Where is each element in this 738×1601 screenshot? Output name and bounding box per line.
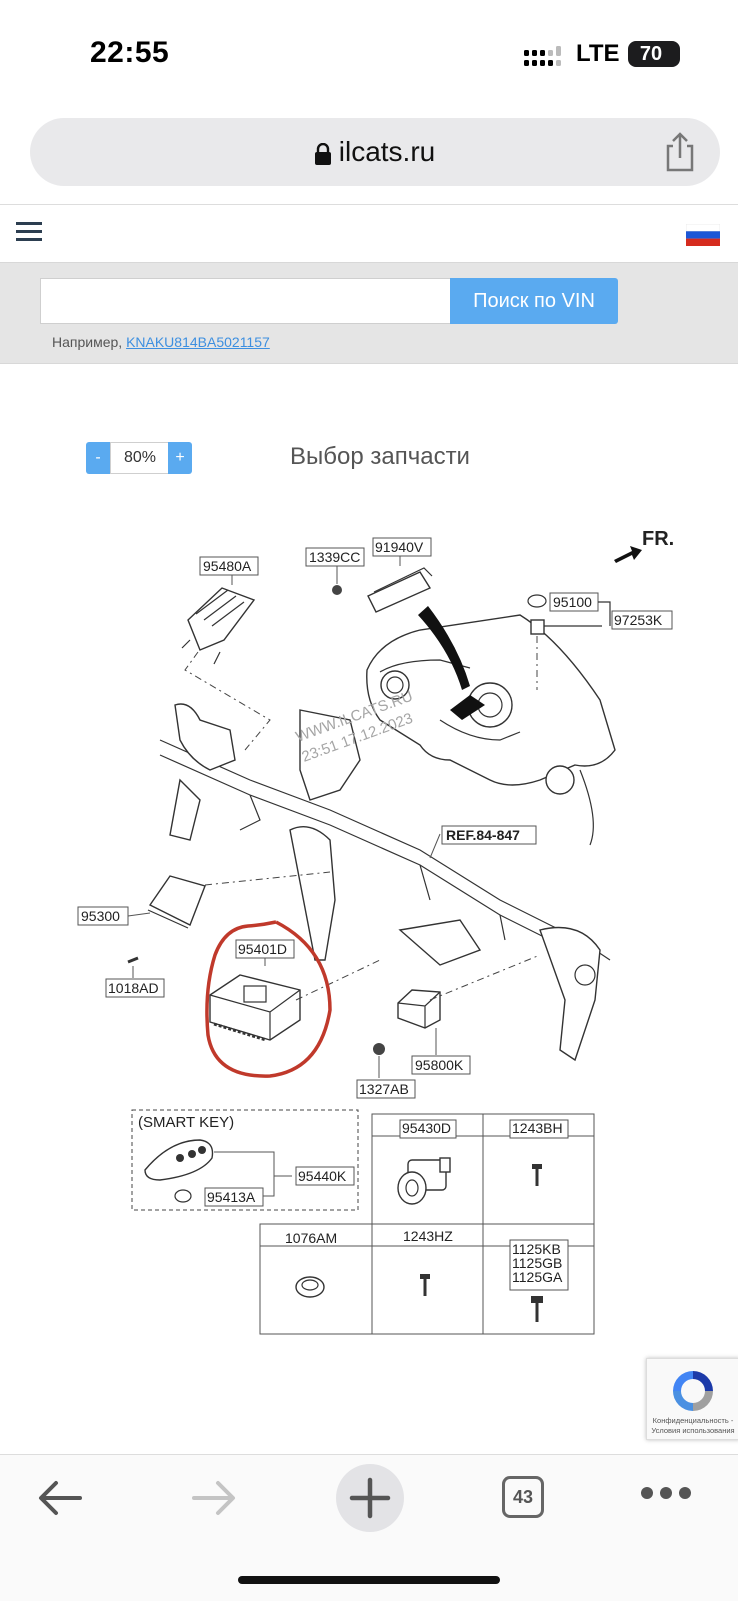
label-95440K: 95440K (298, 1168, 347, 1184)
pointer-arrow (418, 606, 470, 690)
label-95401D: 95401D (238, 941, 287, 957)
recaptcha-privacy[interactable]: Конфиденциальность - (652, 1416, 734, 1425)
page-title: Выбор запчасти (290, 443, 470, 470)
label-95430D: 95430D (402, 1120, 451, 1136)
home-indicator (238, 1576, 500, 1584)
label-95800K: 95800K (415, 1057, 464, 1073)
tabs-button[interactable]: 43 (502, 1476, 544, 1518)
url-display[interactable]: ilcats.ru (30, 118, 720, 186)
part-1018AD-bolt[interactable]: 1018AD (105, 956, 165, 998)
part-95100-ring[interactable]: 95100 (527, 592, 599, 612)
battery-level: 70 (639, 43, 663, 65)
smart-key-label: (SMART KEY) (138, 1114, 234, 1131)
address-bar[interactable]: ilcats.ru (30, 118, 720, 186)
back-icon[interactable] (36, 1478, 84, 1518)
crash-pad-crossmember (159, 703, 611, 1062)
label-95480A: 95480A (203, 558, 252, 574)
vin-input[interactable] (40, 278, 450, 324)
label-91940V: 91940V (375, 539, 424, 555)
lock-icon (314, 142, 331, 165)
battery-icon (628, 41, 680, 67)
zoom-out-button[interactable]: - (86, 442, 110, 474)
zoom-in-button[interactable]: + (168, 442, 192, 474)
label-1018AD: 1018AD (108, 980, 159, 996)
ref-label-group[interactable]: REF.84-847 (429, 825, 537, 859)
network-type: LTE (576, 40, 620, 67)
parts-table[interactable]: 95430D 1243BH 1076AM 1243HZ 1125KB 1125G… (259, 1113, 595, 1335)
part-95480A-module[interactable]: 95480A (181, 556, 259, 665)
label-1125KB: 1125KB (512, 1241, 561, 1257)
highlight-circle (205, 920, 332, 1078)
vin-search-button[interactable]: Поиск по VIN (450, 278, 618, 324)
plus-icon (349, 1477, 391, 1519)
label-1339CC: 1339CC (309, 549, 360, 565)
front-direction-label: FR. (642, 528, 674, 550)
screw-icon (420, 1274, 430, 1296)
part-95300-module[interactable]: 95300 (77, 871, 331, 929)
front-direction-arrow: FR. (614, 528, 674, 563)
new-tab-button[interactable] (336, 1464, 404, 1532)
russian-flag-icon[interactable] (686, 224, 720, 246)
label-1243BH: 1243BH (512, 1120, 563, 1136)
label-95300: 95300 (81, 908, 120, 924)
part-1327AB-nut[interactable]: 1327AB (356, 1043, 416, 1099)
zoom-level: 80% (110, 442, 170, 474)
vin-example: Например, KNAKU814BA5021157 (52, 334, 270, 350)
grommet-icon (295, 1276, 325, 1298)
share-icon[interactable] (660, 130, 700, 174)
part-95401D-module[interactable]: 95401D (209, 939, 381, 1042)
url-text: ilcats.ru (338, 136, 436, 167)
ignition-switch-icon (397, 1157, 451, 1205)
recaptcha-icon (673, 1371, 713, 1411)
menu-icon[interactable] (16, 222, 42, 242)
recaptcha-badge[interactable]: Конфиденциальность - Условия использован… (646, 1358, 738, 1440)
vin-example-prefix: Например, (52, 334, 123, 350)
label-97253K: 97253K (614, 612, 663, 628)
signal-icon (524, 46, 561, 66)
divider (0, 204, 738, 205)
part-95800K-module[interactable]: 95800K (397, 954, 541, 1075)
label-95413A: 95413A (207, 1189, 256, 1205)
recaptcha-text[interactable]: Конфиденциальность - Условия использован… (649, 1416, 737, 1436)
bolt-icon (531, 1296, 543, 1322)
part-1339CC-nut[interactable]: 1339CC (305, 547, 365, 595)
label-1243HZ: 1243HZ (403, 1228, 453, 1244)
ref-label: REF.84-847 (446, 827, 520, 843)
more-icon[interactable] (640, 1486, 692, 1500)
vin-example-link[interactable]: KNAKU814BA5021157 (126, 334, 270, 350)
label-1076AM: 1076AM (285, 1230, 337, 1246)
smart-key-section[interactable]: (SMART KEY) 95440K 95413A (131, 1109, 359, 1211)
forward-icon[interactable] (190, 1478, 238, 1518)
recaptcha-terms[interactable]: Условия использования (651, 1426, 735, 1435)
dashboard-illustration (366, 614, 616, 846)
label-1327AB: 1327AB (359, 1081, 409, 1097)
label-1125GA: 1125GA (512, 1269, 563, 1285)
part-91940V-module[interactable]: 91940V (367, 537, 433, 613)
screw-icon (532, 1164, 542, 1186)
label-95100: 95100 (553, 594, 592, 610)
label-1125GB: 1125GB (512, 1255, 562, 1271)
status-time: 22:55 (90, 36, 170, 69)
parts-diagram[interactable]: FR. 95480A 91940V 1339CC (60, 510, 680, 1340)
part-97253K-switch[interactable]: 97253K (530, 601, 673, 690)
